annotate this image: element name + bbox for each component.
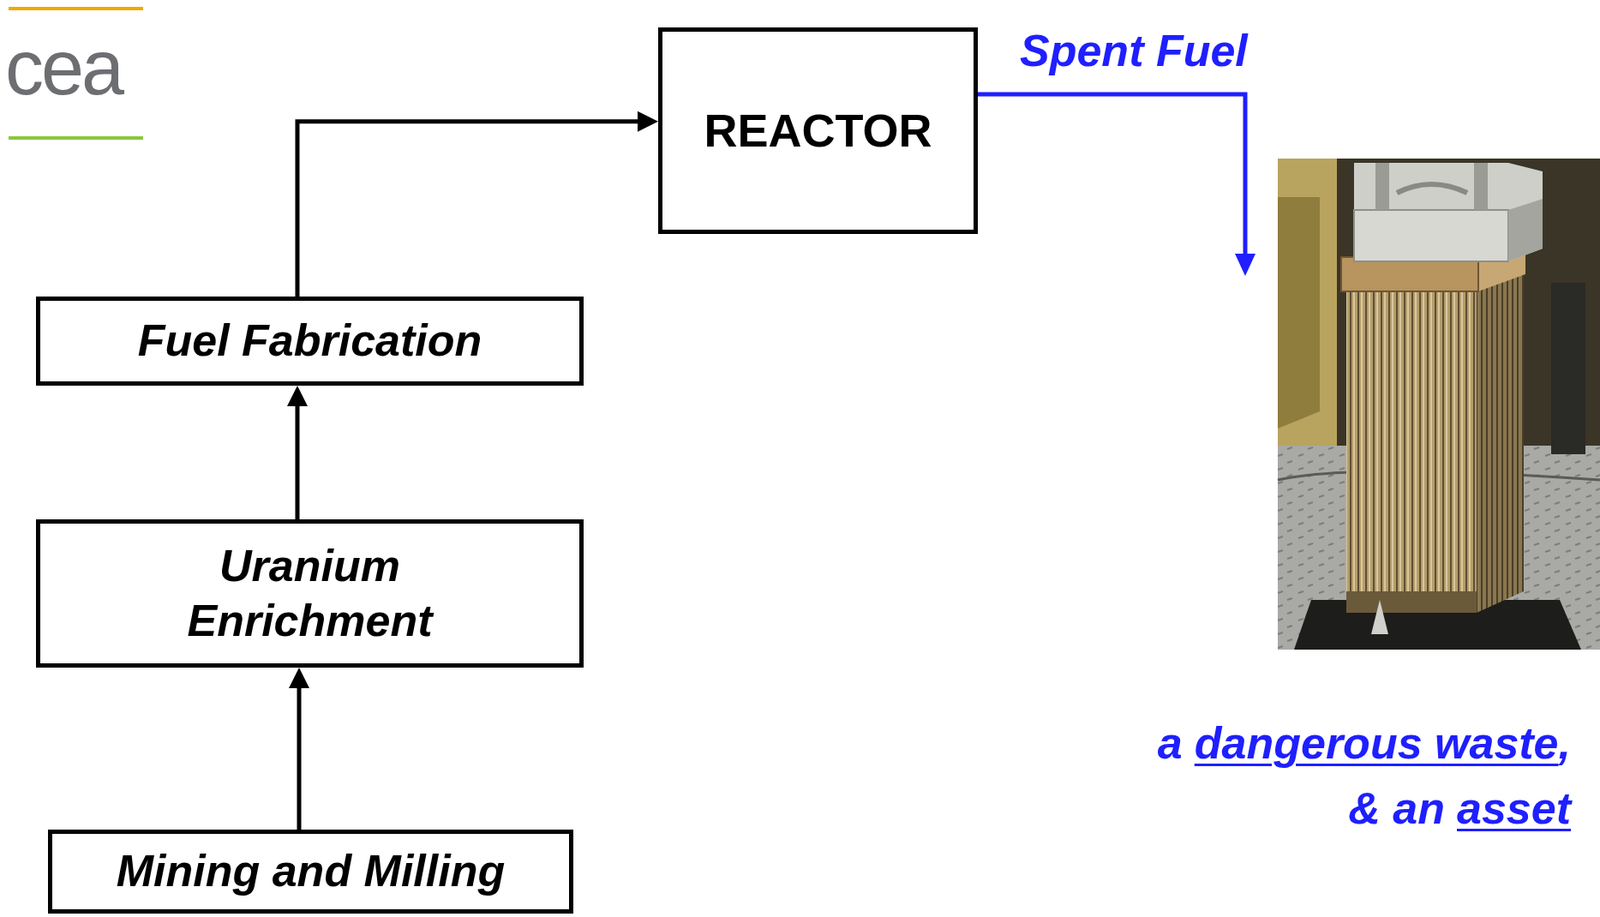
logo-bar [8, 6, 144, 11]
note-line: & anasset [1348, 783, 1571, 835]
flow-arrow [287, 385, 308, 520]
logo-text: cea [5, 29, 122, 107]
process-box: Mining and Milling [47, 829, 574, 914]
connector-line [297, 688, 302, 830]
connector-line [295, 406, 300, 520]
flow-arrow [288, 667, 310, 830]
box-label: Fuel Fabrication [137, 313, 483, 368]
arrow-head [637, 111, 659, 132]
note-text: & an [1348, 783, 1445, 835]
note-text: dangerous waste [1194, 718, 1559, 770]
arrow-head [1234, 253, 1256, 276]
note-text: asset [1456, 783, 1571, 835]
box-label: Uranium Enrichment [130, 539, 491, 648]
arrow-head [287, 385, 308, 407]
note-text: , [1558, 718, 1571, 770]
process-box: Fuel Fabrication [35, 296, 584, 386]
arrow-head [288, 667, 310, 689]
connector-line [297, 121, 638, 297]
logo-bar [8, 136, 144, 140]
box-label: Mining and Milling [116, 844, 505, 899]
spent-fuel-arrow [977, 94, 1246, 256]
flow-label: Spent Fuel [1019, 25, 1248, 78]
flow-arrow [297, 111, 659, 297]
reactor-box: REACTOR [658, 27, 978, 234]
box-label: REACTOR [703, 102, 932, 160]
fuel-assembly-photo [1277, 158, 1600, 650]
process-box: Uranium Enrichment [35, 519, 584, 668]
note-line: adangerous waste, [1157, 718, 1571, 770]
note-text: a [1157, 718, 1183, 770]
